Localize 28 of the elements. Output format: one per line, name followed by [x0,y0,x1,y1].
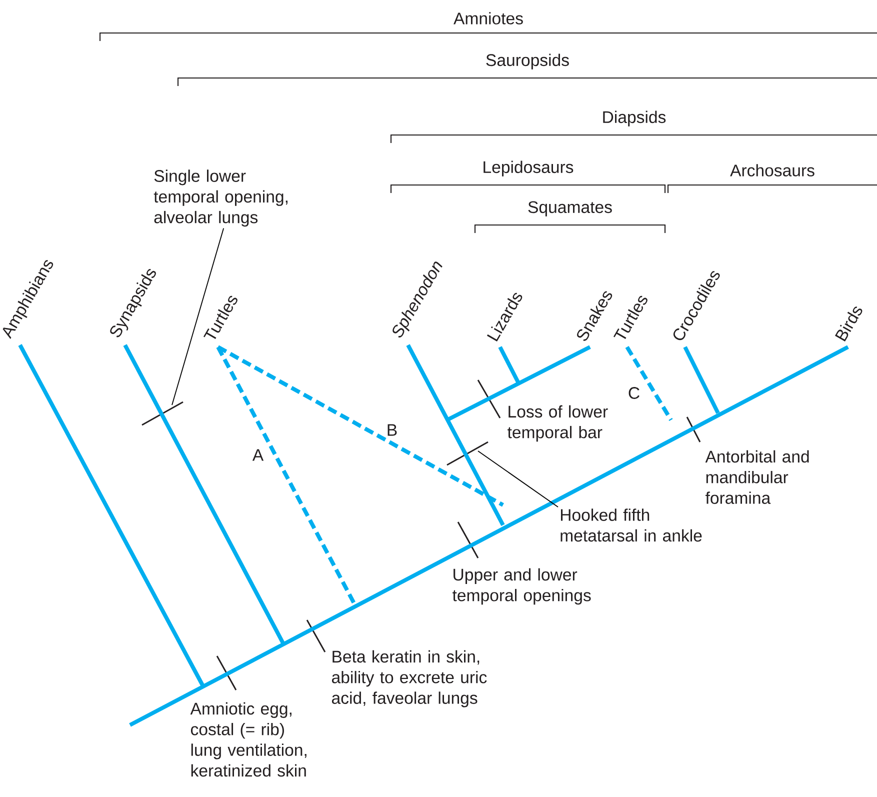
character-label: Single lower temporal opening, alveolar lungs [154,170,288,227]
group-label: Amniotes [454,12,523,24]
group-label: Diapsids [603,110,666,126]
group-label: Squamates [528,201,612,216]
branch-line [18,344,205,687]
branch-line [217,345,504,507]
character-label: Antorbital and mandibular foramina [705,450,809,504]
edge-label: C [628,387,640,399]
branch-line [498,346,520,383]
character-label: Beta keratin in skin, ability to excrete uric acid, faveolar lungs [332,650,487,708]
leader-line [172,228,224,406]
branch-line [683,346,720,414]
character-label: Upper and lower temporal openings [452,568,591,605]
branch-line [406,344,505,526]
branch-line [129,345,849,727]
branch-line [446,345,591,422]
branch-line [625,346,673,422]
group-label: Lepidosaurs [484,160,574,176]
character-label: Amniotic egg, costal (= rib) lung ventilation, keratinized skin [190,702,306,777]
branch-line [216,346,357,606]
leader-line [478,450,558,508]
edge-label: B [388,424,397,436]
group-label: Sauropsids [486,54,569,70]
branch-line [123,344,285,644]
group-label: Archosaurs [730,164,814,176]
character-label: Loss of lower temporal bar [508,405,608,442]
character-label: Hooked fifth metatarsal in ankle [560,508,702,542]
edge-label: A [252,449,264,461]
